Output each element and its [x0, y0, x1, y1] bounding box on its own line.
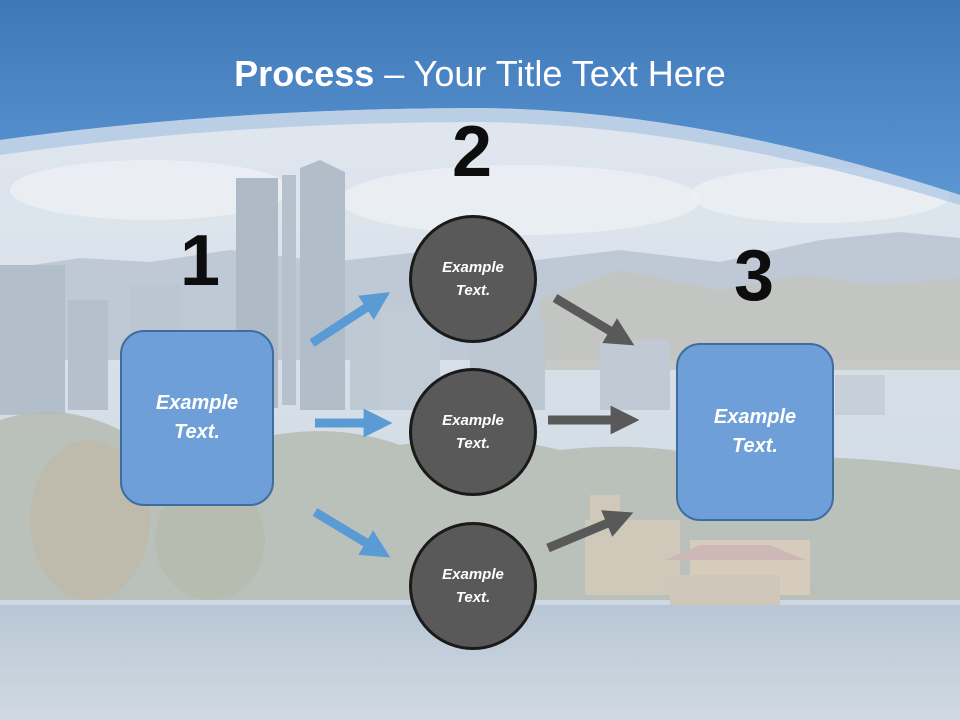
- arrow-2-to-3-bottom: [546, 510, 634, 553]
- step-2-circle-top: Example Text.: [409, 215, 537, 343]
- title-rest: – Your Title Text Here: [374, 53, 726, 94]
- step-2-text-bottom: Example Text.: [442, 566, 504, 606]
- step-number-3: 3: [733, 236, 775, 316]
- step-3-box: Example Text.: [676, 343, 834, 521]
- arrow-2-to-3-top: [552, 294, 635, 346]
- step-1-box: Example Text.: [120, 330, 274, 506]
- step-3-text: Example Text.: [713, 406, 797, 457]
- arrow-1-to-2-top: [309, 292, 391, 347]
- step-2-circle-bottom: Example Text.: [409, 522, 537, 650]
- arrow-1-to-2-bottom: [312, 508, 391, 558]
- step-number-2: 2: [451, 112, 493, 192]
- step-2-circle-middle: Example Text.: [409, 368, 537, 496]
- title-bold: Process: [234, 53, 375, 94]
- step-number-1: 1: [179, 221, 221, 301]
- slide-title: Process – Your Title Text Here: [0, 52, 960, 96]
- step-1-text: Example Text.: [155, 392, 239, 443]
- step-2-text-middle: Example Text.: [442, 412, 504, 452]
- step-2-text-top: Example Text.: [442, 259, 504, 299]
